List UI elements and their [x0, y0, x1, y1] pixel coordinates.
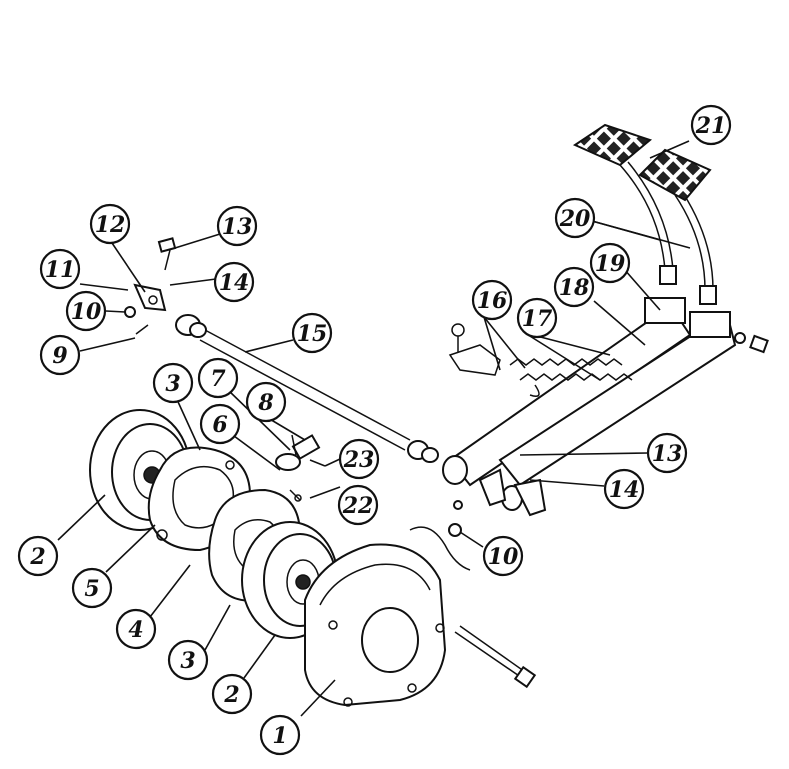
callout-2-left: 2	[17, 535, 59, 577]
right-bolt	[734, 332, 769, 354]
svg-text:13: 13	[222, 214, 253, 240]
svg-text:3: 3	[165, 371, 180, 397]
brake-cam-assembly	[275, 434, 326, 502]
svg-text:9: 9	[52, 343, 67, 369]
svg-text:22: 22	[342, 493, 374, 519]
callout-13-right: 13	[646, 432, 688, 474]
callout-19: 19	[589, 242, 631, 284]
callout-4: 4	[115, 608, 157, 650]
svg-text:3: 3	[180, 648, 195, 674]
callout-22: 22	[337, 484, 379, 526]
callout-14-right: 14	[603, 468, 645, 510]
callout-18: 18	[553, 266, 595, 308]
left-bracket	[124, 237, 177, 335]
callout-9: 9	[39, 334, 81, 376]
callout-10-top: 10	[65, 290, 107, 332]
svg-text:7: 7	[210, 366, 226, 392]
svg-text:19: 19	[595, 251, 626, 277]
svg-text:17: 17	[522, 306, 553, 332]
callout-11: 11	[39, 248, 81, 290]
svg-text:2: 2	[29, 544, 45, 570]
long-bolt	[454, 625, 537, 689]
callout-16: 16	[471, 279, 513, 321]
callout-3-bottom: 3	[167, 639, 209, 681]
spring-clip	[409, 526, 471, 571]
nut-lower	[453, 500, 463, 510]
svg-text:1: 1	[272, 723, 287, 749]
callout-17: 17	[516, 297, 558, 339]
callout-3-top: 3	[152, 362, 194, 404]
svg-text:2: 2	[223, 682, 239, 708]
pedal-stems	[619, 161, 717, 305]
svg-text:10: 10	[488, 544, 519, 570]
pedal-arm-assembly	[442, 297, 737, 517]
svg-text:8: 8	[257, 390, 273, 416]
svg-text:12: 12	[95, 212, 126, 238]
callout-21: 21	[690, 104, 732, 146]
svg-text:20: 20	[559, 206, 591, 232]
callout-14-top: 14	[213, 261, 255, 303]
svg-text:13: 13	[652, 441, 683, 467]
svg-text:23: 23	[343, 447, 375, 473]
callout-5: 5	[71, 567, 113, 609]
brake-shaft	[175, 314, 439, 463]
callout-13-top: 13	[216, 205, 258, 247]
pedal-pads	[572, 123, 712, 202]
callout-2-right: 2	[211, 673, 253, 715]
callout-10-bottom: 10	[482, 535, 524, 577]
svg-text:18: 18	[559, 275, 590, 301]
svg-text:4: 4	[128, 617, 143, 643]
callout-23: 23	[338, 438, 380, 480]
svg-text:5: 5	[84, 576, 99, 602]
parts-drawing	[89, 123, 769, 707]
svg-text:14: 14	[219, 270, 250, 296]
callout-15: 15	[291, 312, 333, 354]
brake-cover-housing	[304, 543, 447, 707]
svg-text:21: 21	[695, 113, 727, 139]
washer-lower	[448, 523, 462, 537]
callout-20: 20	[554, 197, 596, 239]
svg-text:14: 14	[609, 477, 640, 503]
svg-text:16: 16	[477, 288, 508, 314]
callout-12: 12	[89, 203, 131, 245]
svg-text:6: 6	[212, 412, 227, 438]
callout-6: 6	[199, 403, 241, 445]
callout-7: 7	[197, 357, 239, 399]
svg-text:11: 11	[45, 257, 76, 283]
callout-8: 8	[245, 381, 287, 423]
callout-1: 1	[259, 714, 301, 756]
svg-text:15: 15	[297, 321, 328, 347]
svg-text:10: 10	[71, 299, 102, 325]
